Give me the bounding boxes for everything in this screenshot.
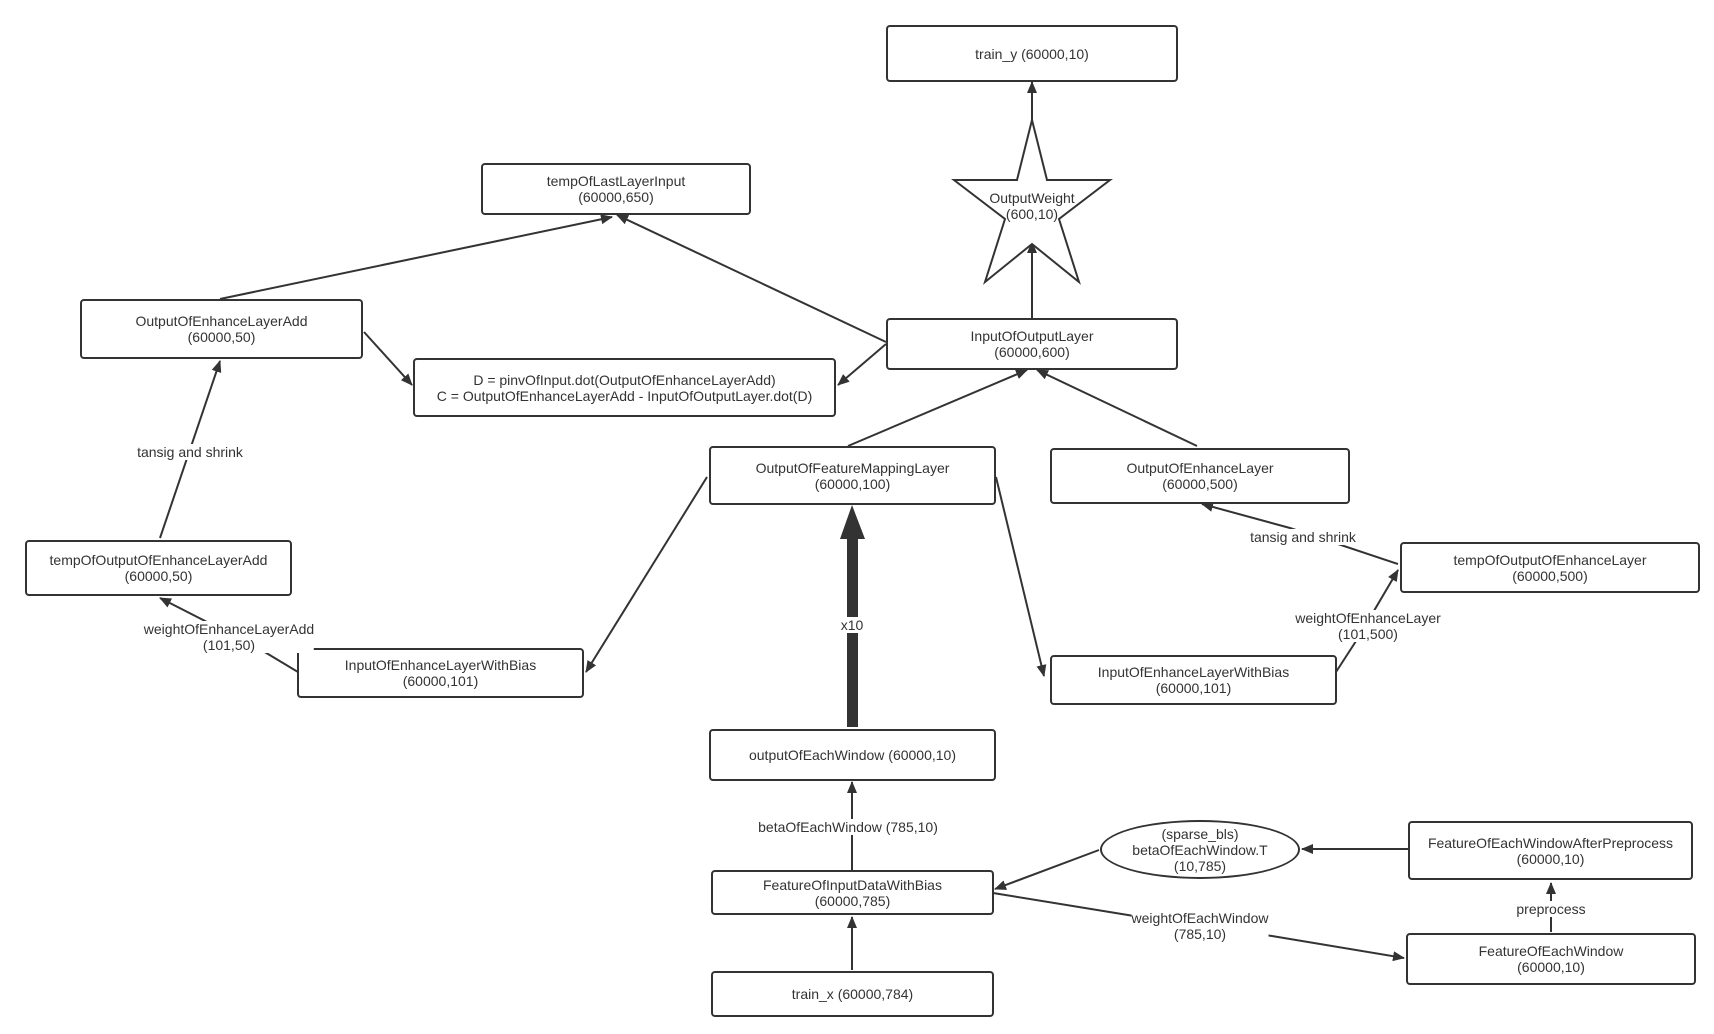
x10-arrow bbox=[840, 505, 865, 727]
weight-each-window-label: weightOfEachWindow(785,10) bbox=[1131, 910, 1269, 942]
edge-enhance-add-to-formula bbox=[363, 331, 413, 386]
output-enhance-layer-add-node: OutputOfEnhanceLayerAdd(60000,50) bbox=[80, 299, 363, 359]
x10-label: x10 bbox=[840, 617, 864, 633]
feature-input-bias-node: FeatureOfInputDataWithBias(60000,785) bbox=[711, 870, 994, 915]
edge-feature-mapping-to-input-output bbox=[847, 369, 1028, 447]
train-y-node: train_y (60000,10) bbox=[886, 25, 1178, 82]
preprocess-label: preprocess bbox=[1516, 901, 1586, 917]
edge-enhance-to-input-output bbox=[1036, 369, 1198, 447]
input-enhance-bias-right-node: InputOfEnhanceLayerWithBias(60000,101) bbox=[1050, 655, 1337, 705]
input-enhance-bias-left-node: InputOfEnhanceLayerWithBias(60000,101) bbox=[297, 648, 584, 698]
weight-enhance-label: weightOfEnhanceLayer(101,500) bbox=[1295, 610, 1441, 642]
edge-input-output-to-temp-last bbox=[616, 214, 887, 343]
feature-each-window-node: FeatureOfEachWindow(60000,10) bbox=[1406, 933, 1696, 985]
pinv-formula-node: D = pinvOfInput.dot(OutputOfEnhanceLayer… bbox=[413, 358, 836, 417]
output-enhance-layer-node: OutputOfEnhanceLayer(60000,500) bbox=[1050, 448, 1350, 504]
feature-after-preprocess-node: FeatureOfEachWindowAfterPreprocess(60000… bbox=[1408, 821, 1693, 880]
input-output-layer-node: InputOfOutputLayer(60000,600) bbox=[886, 318, 1178, 370]
output-feature-mapping-layer-node: OutputOfFeatureMappingLayer(60000,100) bbox=[709, 446, 996, 505]
sparse-bls-node: (sparse_bls)betaOfEachWindow.T(10,785) bbox=[1100, 820, 1300, 879]
output-each-window-node: outputOfEachWindow (60000,10) bbox=[709, 729, 996, 781]
edge-enhance-add-to-temp-last bbox=[219, 214, 613, 300]
temp-output-enhance-layer-node: tempOfOutputOfEnhanceLayer(60000,500) bbox=[1400, 542, 1700, 593]
tansig-right-label: tansig and shrink bbox=[1250, 529, 1356, 545]
output-weight-star bbox=[951, 119, 1113, 285]
output-weight-label: OutputWeight(600,10) bbox=[989, 190, 1075, 222]
temp-output-enhance-layer-add-node: tempOfOutputOfEnhanceLayerAdd(60000,50) bbox=[25, 540, 292, 596]
edge-feature-mapping-to-bias-right bbox=[995, 476, 1047, 677]
tansig-left-label: tansig and shrink bbox=[137, 444, 243, 460]
edge-sparse-to-feature-bias bbox=[994, 849, 1100, 890]
beta-each-window-label: betaOfEachWindow (785,10) bbox=[758, 819, 938, 835]
train-x-node: train_x (60000,784) bbox=[711, 971, 994, 1017]
weight-enhance-add-label: weightOfEnhanceLayerAdd(101,50) bbox=[143, 621, 315, 653]
edge-temp-enhance-to-enhance bbox=[1201, 502, 1399, 565]
temp-last-layer-input-node: tempOfLastLayerInput(60000,650) bbox=[481, 163, 751, 215]
edge-input-output-to-formula bbox=[837, 343, 887, 386]
edge-feature-mapping-to-bias-left bbox=[585, 476, 708, 673]
